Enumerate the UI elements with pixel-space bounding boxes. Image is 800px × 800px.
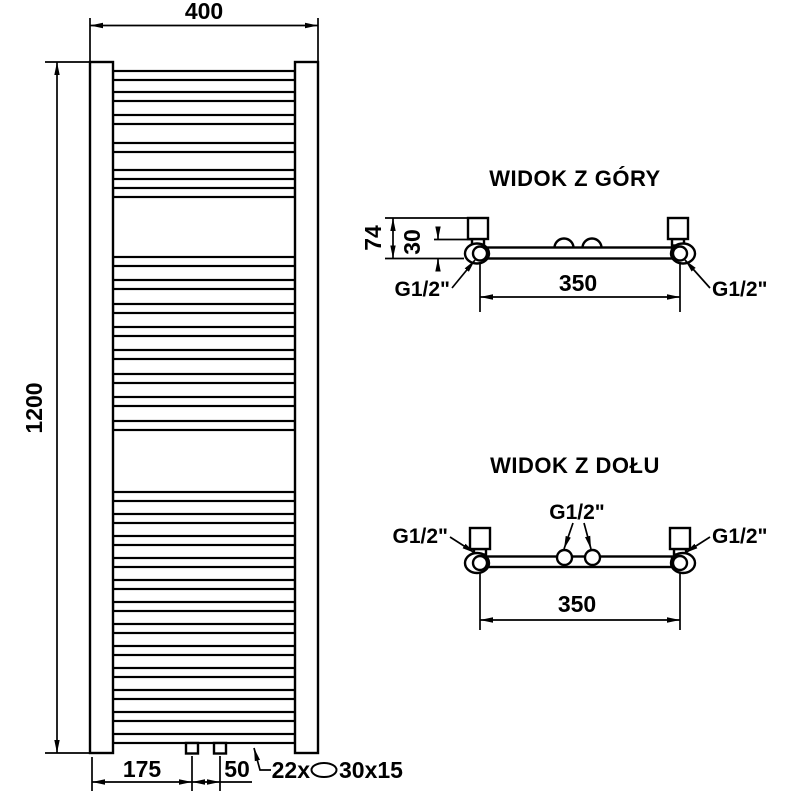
dimension-offset-label: 175 xyxy=(123,756,162,782)
rung-profile-label: 30x15 xyxy=(339,757,403,783)
rung xyxy=(111,490,297,503)
rung xyxy=(111,622,297,635)
rung xyxy=(111,710,297,723)
rung xyxy=(111,732,297,745)
oval-profile-symbol xyxy=(310,762,338,778)
thread-leader xyxy=(449,536,476,554)
rung xyxy=(111,395,297,408)
rung xyxy=(111,69,297,82)
rung xyxy=(111,578,297,591)
rung xyxy=(111,419,297,432)
rung xyxy=(111,372,297,385)
thread-label-left: G1/2" xyxy=(395,278,450,301)
valve-body xyxy=(466,216,490,241)
rung xyxy=(111,644,297,657)
thread-port xyxy=(671,554,689,572)
rung xyxy=(111,168,297,181)
rung-group xyxy=(111,69,297,745)
center-boss xyxy=(581,237,603,249)
thread-leader xyxy=(563,522,574,550)
rung xyxy=(111,512,297,525)
thread-leader xyxy=(451,259,476,289)
rung xyxy=(111,556,297,569)
left-collector-tube xyxy=(88,60,115,755)
bottom-view-title: WIDOK Z DOŁU xyxy=(490,453,660,478)
thread-port xyxy=(471,245,489,262)
thread-label-center: G1/2" xyxy=(549,501,604,524)
center-thread-port xyxy=(583,548,602,567)
top-view-title: WIDOK Z GÓRY xyxy=(489,166,660,191)
valve-body xyxy=(668,526,692,551)
front-view: 400 1200 175 50 22x 30x15 xyxy=(21,0,403,791)
dimension-spacing-label: 50 xyxy=(224,756,250,782)
dimension-height-label: 1200 xyxy=(21,382,47,433)
rung xyxy=(111,302,297,315)
dimension-depth-label: 74 xyxy=(360,225,386,251)
thread-label-left: G1/2" xyxy=(393,525,448,548)
thread-leader xyxy=(684,536,711,554)
rung-count-label: 22x xyxy=(272,757,311,783)
rung xyxy=(111,534,297,547)
rung xyxy=(111,325,297,338)
dimension-centers-label: 350 xyxy=(558,591,596,617)
rung xyxy=(111,348,297,361)
dimension-tube-depth-label: 30 xyxy=(399,229,425,255)
rung xyxy=(111,186,297,199)
dimension-centers-label: 350 xyxy=(559,270,597,296)
rung xyxy=(111,666,297,679)
center-thread-port xyxy=(555,548,574,567)
thread-port xyxy=(671,245,689,262)
thread-leader xyxy=(684,259,711,289)
connection-stub xyxy=(184,741,200,755)
rung xyxy=(111,600,297,613)
rung xyxy=(111,90,297,103)
radiator-profile-top xyxy=(485,246,674,260)
rung xyxy=(111,278,297,291)
top-view: WIDOK Z GÓRY 74 30 G1/2" G1/2" 350 xyxy=(360,166,767,312)
valve-body xyxy=(666,216,690,241)
rung xyxy=(111,688,297,701)
center-boss xyxy=(553,237,575,249)
bottom-view: WIDOK Z DOŁU G1/2" G1/2" G1/2" 350 xyxy=(393,453,767,630)
rung-callout-leader xyxy=(253,747,271,771)
connection-stub xyxy=(212,741,228,755)
rung xyxy=(111,141,297,154)
valve-body xyxy=(468,526,492,551)
thread-label-right: G1/2" xyxy=(712,278,767,301)
right-collector-tube xyxy=(293,60,320,755)
rung xyxy=(111,255,297,268)
thread-leader xyxy=(583,522,592,550)
rung xyxy=(111,113,297,126)
thread-port xyxy=(471,554,489,572)
dimension-width-label: 400 xyxy=(185,0,223,24)
thread-label-right: G1/2" xyxy=(712,525,767,548)
radiator-profile-bottom xyxy=(485,555,674,569)
